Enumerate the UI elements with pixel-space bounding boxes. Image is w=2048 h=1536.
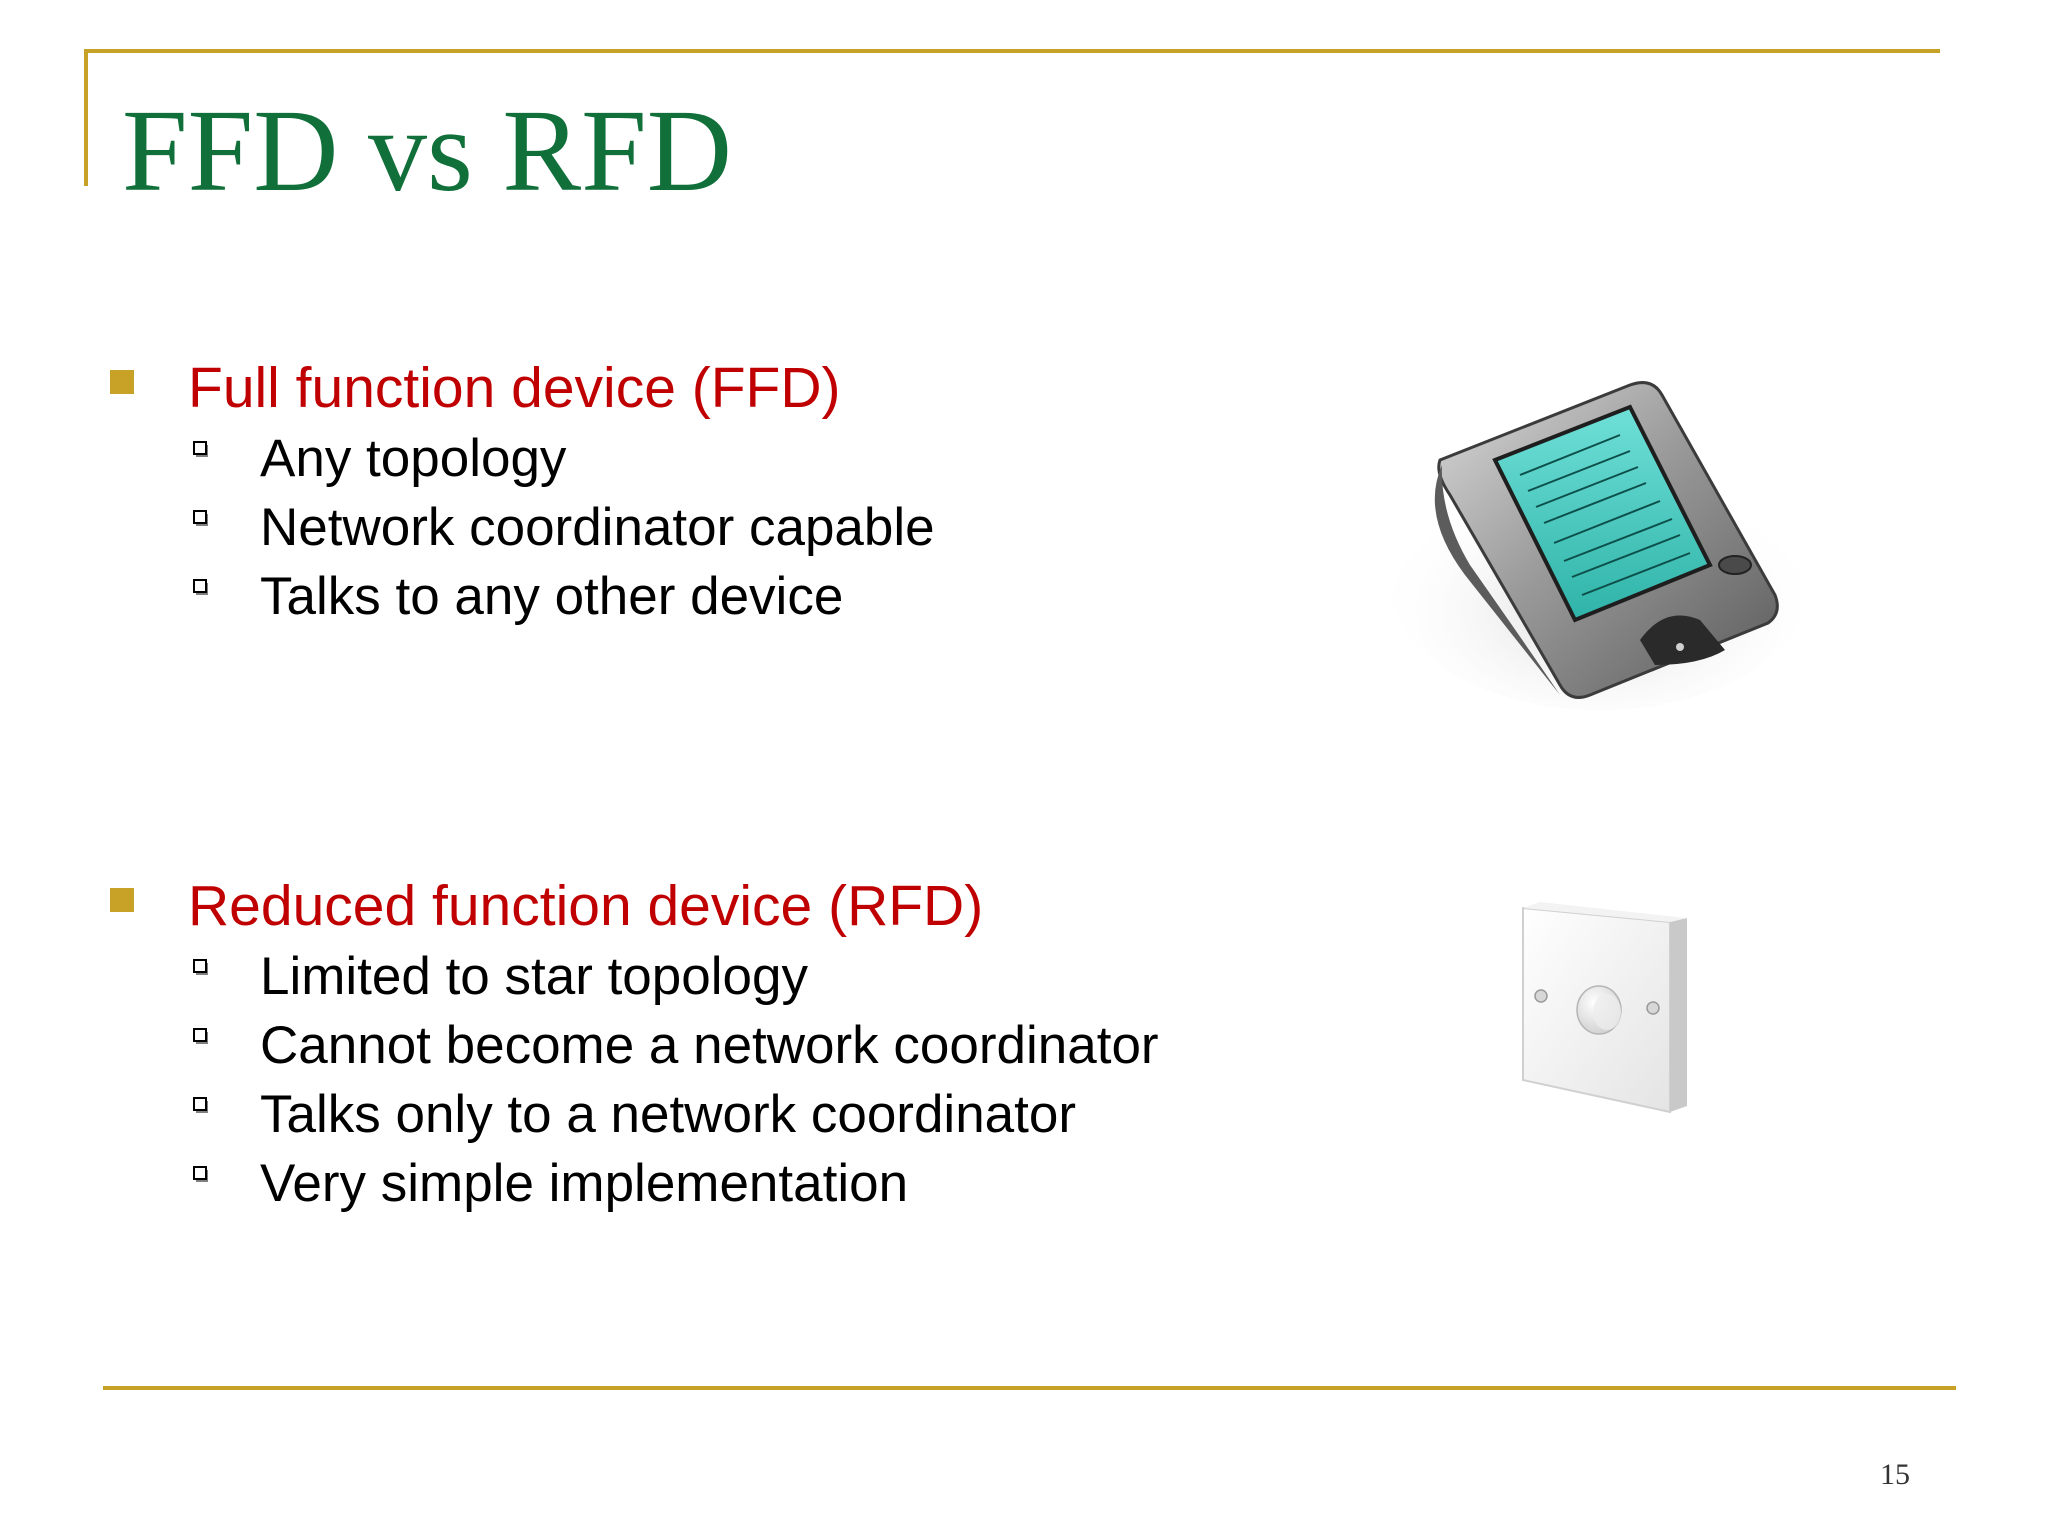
square-bullet-icon xyxy=(110,370,134,394)
list-item: Limited to star topology xyxy=(110,942,1310,1011)
bottom-border-line xyxy=(103,1386,1956,1390)
slide-title: FFD vs RFD xyxy=(122,85,732,216)
hollow-square-bullet-icon xyxy=(193,1166,208,1182)
rfd-item-text: Talks only to a network coordinator xyxy=(260,1085,1077,1144)
ffd-item-text: Any topology xyxy=(260,429,567,488)
list-item: Very simple implementation xyxy=(110,1149,1310,1218)
ffd-item-text: Network coordinator capable xyxy=(260,498,935,557)
page-number: 15 xyxy=(1880,1458,1910,1491)
ffd-item-text: Talks to any other device xyxy=(260,567,844,626)
hollow-square-bullet-icon xyxy=(193,510,208,526)
ffd-section: Full function device (FFD) Any topology … xyxy=(110,352,1310,631)
ffd-heading-row: Full function device (FFD) xyxy=(110,352,1310,424)
list-item: Talks to any other device xyxy=(110,562,1310,631)
rfd-item-text: Very simple implementation xyxy=(260,1154,909,1213)
left-border-line xyxy=(84,49,88,186)
rfd-item-text: Cannot become a network coordinator xyxy=(260,1016,1159,1075)
light-switch-icon xyxy=(1522,902,1687,1114)
hollow-square-bullet-icon xyxy=(193,959,208,975)
hollow-square-bullet-icon xyxy=(193,441,208,457)
list-item: Network coordinator capable xyxy=(110,493,1310,562)
list-item: Talks only to a network coordinator xyxy=(110,1080,1310,1149)
rfd-feature-list: Limited to star topology Cannot become a… xyxy=(110,942,1310,1218)
top-border-line xyxy=(84,49,1940,53)
hollow-square-bullet-icon xyxy=(193,1097,208,1113)
list-item: Cannot become a network coordinator xyxy=(110,1011,1310,1080)
rfd-item-text: Limited to star topology xyxy=(260,947,808,1006)
rfd-heading-row: Reduced function device (RFD) xyxy=(110,870,1310,942)
pda-device-icon xyxy=(1390,381,1800,710)
rfd-heading: Reduced function device (RFD) xyxy=(188,874,984,938)
square-bullet-icon xyxy=(110,888,134,912)
list-item: Any topology xyxy=(110,424,1310,493)
hollow-square-bullet-icon xyxy=(193,1028,208,1044)
ffd-heading: Full function device (FFD) xyxy=(188,356,841,420)
ffd-feature-list: Any topology Network coordinator capable… xyxy=(110,424,1310,631)
hollow-square-bullet-icon xyxy=(193,579,208,595)
rfd-section: Reduced function device (RFD) Limited to… xyxy=(110,870,1310,1218)
